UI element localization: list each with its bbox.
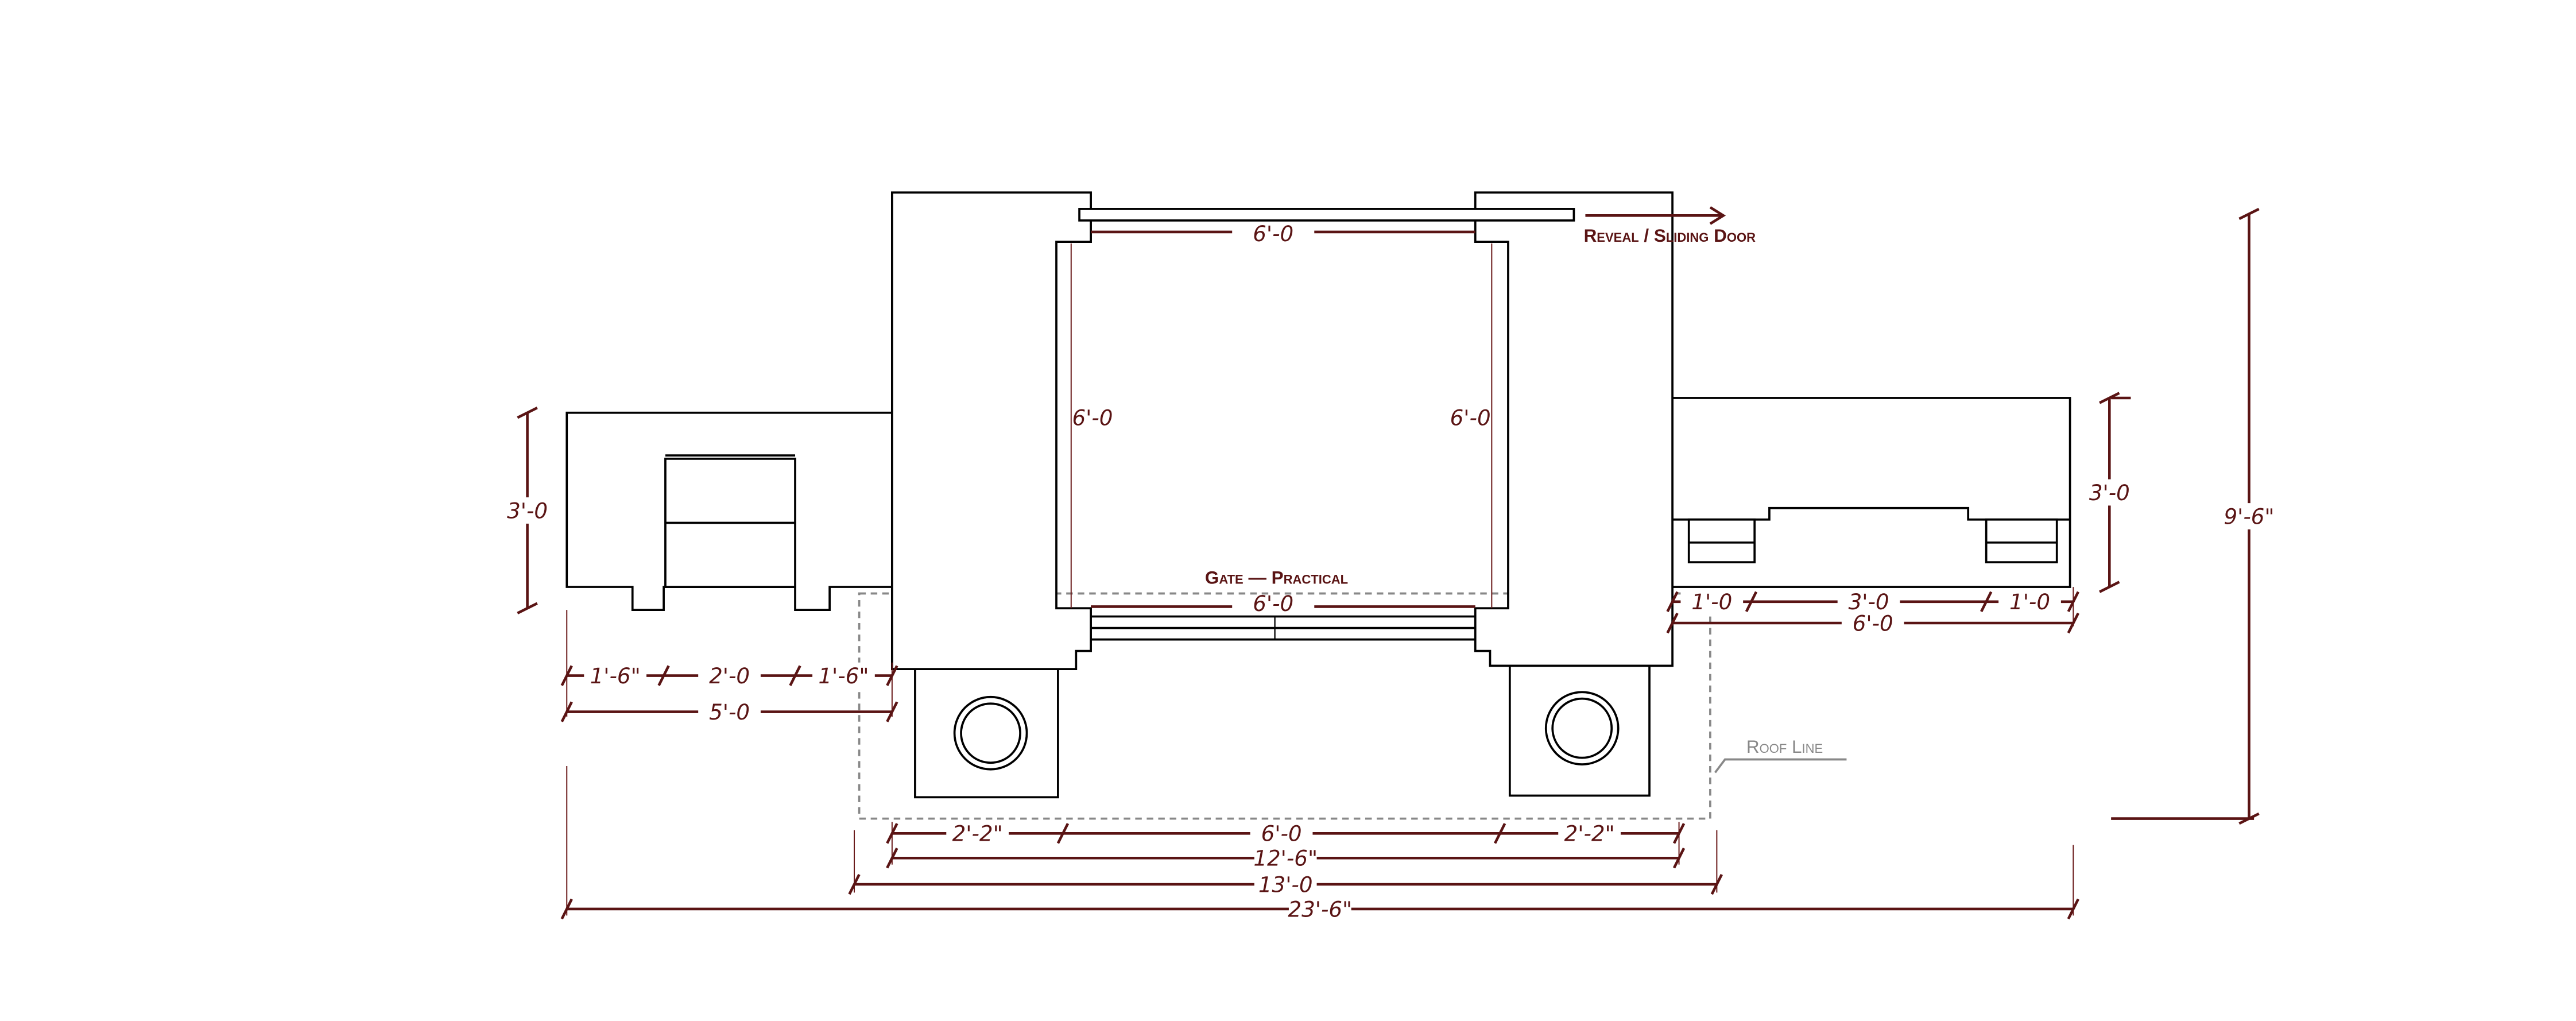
dim-left-wing-height: 3'-0 bbox=[507, 498, 548, 523]
arrow-right-icon bbox=[1585, 206, 1726, 225]
gate-practical-label: Gate — Practical bbox=[1205, 567, 1348, 587]
dim-pillar-left: 2'-2" bbox=[952, 821, 1003, 846]
dimension-tick bbox=[517, 602, 538, 614]
dim-left-wing-a: 1'-6" bbox=[590, 663, 641, 689]
dim-right-wing-a: 1'-0 bbox=[1691, 589, 1732, 614]
dimension-tick bbox=[886, 848, 898, 869]
dimension-tick bbox=[848, 873, 861, 895]
dim-left-wing-c: 1'-6" bbox=[818, 663, 869, 689]
right-pillar bbox=[1474, 191, 1674, 667]
dim-left-wing-b: 2'-0 bbox=[709, 663, 750, 689]
dim-right-wing-total: 6'-0 bbox=[1853, 610, 1893, 636]
left-pillar bbox=[890, 191, 1092, 671]
dimension-tick bbox=[2099, 581, 2120, 593]
left-footing bbox=[914, 664, 1059, 799]
roof-line-outline bbox=[858, 592, 1711, 820]
dimension-tick bbox=[2067, 591, 2079, 613]
dimension-tick bbox=[2099, 392, 2120, 404]
left-wing bbox=[565, 411, 893, 611]
dim-opening-bottom: 6'-0 bbox=[1253, 591, 1293, 616]
dim-opening-top: 6'-0 bbox=[1253, 221, 1293, 246]
roof-line-label: Roof Line bbox=[1746, 737, 1823, 757]
dimension-tick bbox=[1710, 873, 1723, 895]
dimension-tick bbox=[2238, 207, 2260, 221]
dimension-tick bbox=[560, 898, 573, 920]
gate bbox=[1091, 615, 1475, 641]
dimension-tick bbox=[2067, 898, 2079, 920]
dim-right-wing-height: 3'-0 bbox=[2089, 480, 2130, 505]
dimension-tick bbox=[1056, 823, 1070, 844]
dim-overall-height: 9'-6" bbox=[2224, 504, 2275, 529]
dimension-tick bbox=[1980, 591, 1993, 613]
dimension-lines: 1'-6" 2'-0 1'-6" 5'-0 1'-0 3'-0 1'-0 6'-0 2'-2" 6… bbox=[494, 207, 2282, 922]
dim-pillar-right: 2'-2" bbox=[1564, 821, 1615, 846]
dimension-tick bbox=[1666, 612, 1679, 634]
dim-opening-left: 6'-0 bbox=[1072, 405, 1113, 431]
dimension-tick bbox=[886, 701, 898, 722]
dim-left-wing-total: 5'-0 bbox=[709, 699, 750, 725]
dimension-tick bbox=[560, 665, 573, 686]
dimension-tick bbox=[2067, 612, 2079, 634]
reveal-sliding-door-label: Reveal / Sliding Door bbox=[1584, 226, 1756, 246]
dimension-tick bbox=[517, 407, 538, 419]
right-footing bbox=[1508, 661, 1651, 797]
dimension-tick bbox=[657, 665, 670, 686]
dimension-tick bbox=[1672, 823, 1686, 844]
dimension-tick bbox=[2238, 812, 2260, 825]
dim-right-wing-c: 1'-0 bbox=[2009, 589, 2050, 614]
right-wing bbox=[1671, 397, 2071, 588]
dimension-tick bbox=[789, 665, 801, 686]
dim-opening-right: 6'-0 bbox=[1450, 405, 1491, 431]
dimension-tick bbox=[886, 665, 898, 686]
dimension-tick bbox=[1745, 591, 1758, 613]
dim-center: 6'-0 bbox=[1261, 821, 1302, 846]
dim-overall-width: 23'-6" bbox=[1288, 896, 1352, 922]
dimension-tick bbox=[886, 823, 898, 844]
dimension-tick bbox=[560, 701, 573, 722]
sliding-door-panel bbox=[1078, 208, 1575, 222]
dim-pillars-total: 12'-6" bbox=[1253, 846, 1318, 871]
dim-roof-total: 13'-0 bbox=[1258, 872, 1313, 897]
dimension-tick bbox=[1494, 823, 1506, 844]
dimension-tick bbox=[1672, 848, 1686, 869]
dimension-tick bbox=[1666, 591, 1679, 613]
